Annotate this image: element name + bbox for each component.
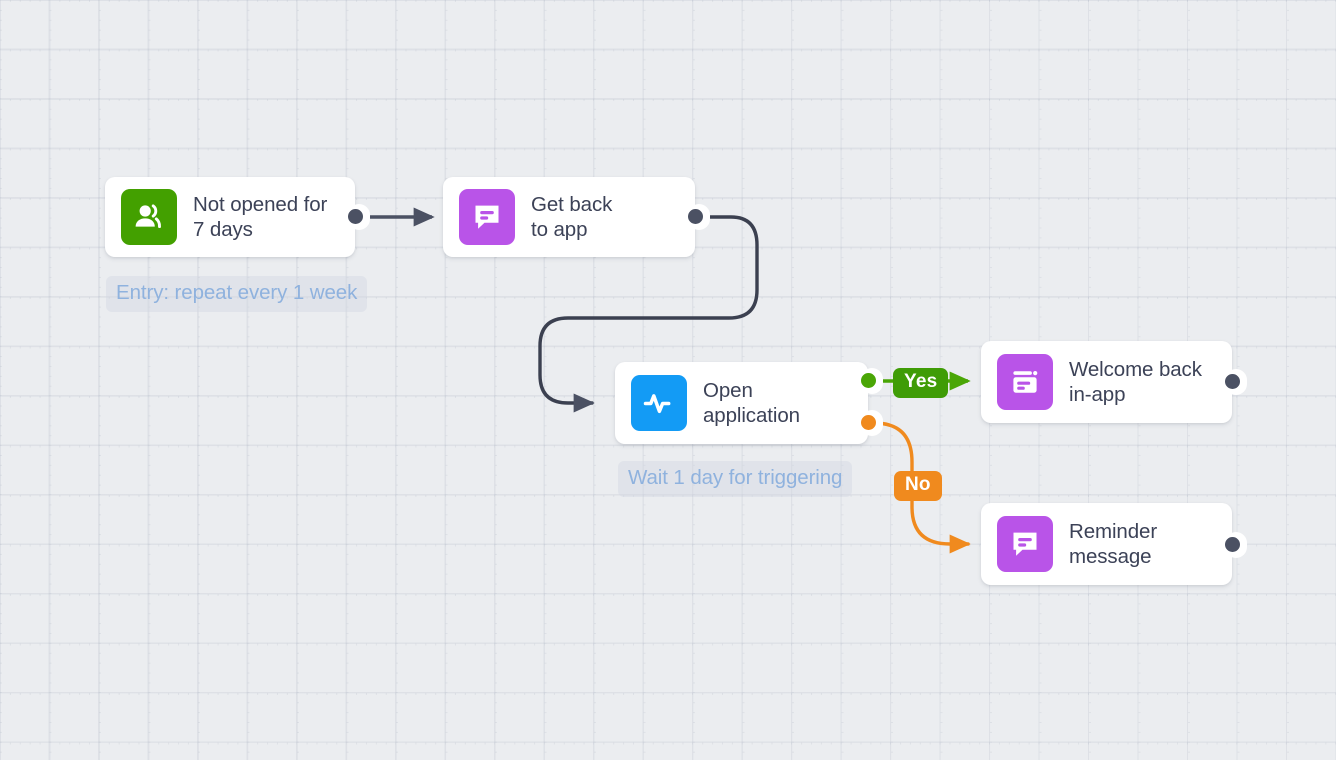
output-port-reminder-message[interactable] bbox=[1225, 537, 1240, 552]
output-port-welcome-back-in-app[interactable] bbox=[1225, 374, 1240, 389]
node-not-opened-for-7-days[interactable]: Not opened for 7 days bbox=[105, 177, 355, 257]
node-reminder-message[interactable]: Reminder message bbox=[981, 503, 1232, 585]
output-port-no[interactable] bbox=[861, 415, 876, 430]
node-welcome-back-in-app[interactable]: Welcome back in-app bbox=[981, 341, 1232, 423]
node-label: Welcome back in-app bbox=[1069, 358, 1202, 406]
branch-badge-no[interactable]: No bbox=[894, 471, 942, 501]
audience-users-icon bbox=[121, 189, 177, 245]
node-label: Reminder message bbox=[1069, 520, 1158, 568]
activity-pulse-icon bbox=[631, 375, 687, 431]
push-message-icon bbox=[459, 189, 515, 245]
output-port-not-opened-for-7-days[interactable] bbox=[348, 209, 363, 224]
in-app-message-icon bbox=[997, 354, 1053, 410]
node-label: Not opened for 7 days bbox=[193, 193, 328, 241]
output-port-yes[interactable] bbox=[861, 373, 876, 388]
push-message-icon bbox=[997, 516, 1053, 572]
node-open-application[interactable]: Open application bbox=[615, 362, 868, 444]
node-label: Get back to app bbox=[531, 193, 613, 241]
output-port-get-back-to-app[interactable] bbox=[688, 209, 703, 224]
node-get-back-to-app[interactable]: Get back to app bbox=[443, 177, 695, 257]
annotation-entry-schedule[interactable]: Entry: repeat every 1 week bbox=[106, 276, 368, 312]
annotation-wait-delay[interactable]: Wait 1 day for triggering bbox=[618, 461, 853, 497]
node-label: Open application bbox=[703, 379, 800, 427]
branch-badge-yes[interactable]: Yes bbox=[893, 368, 949, 398]
